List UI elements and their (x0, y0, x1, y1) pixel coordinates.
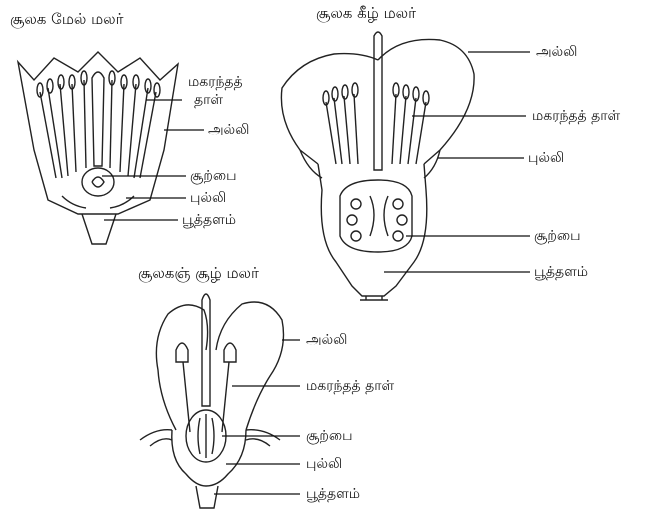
figure-c-sepal-label: புல்லி (306, 456, 342, 472)
figure-c-stamen-label: மகரந்தத் தாள் (306, 378, 394, 394)
figure-c-sepal-left (140, 430, 172, 446)
figure-c-thalamus (196, 486, 218, 508)
figure-c-hypanthium (172, 430, 246, 486)
figure-c-thalamus-label: பூத்தளம் (306, 486, 360, 502)
figure-c-ovary-label: சூற்பை (306, 428, 353, 444)
figure-c-right-petal (216, 302, 284, 430)
figure-c-sepal-right (246, 430, 280, 446)
figure-c-petal-label: அல்லி (306, 332, 347, 348)
